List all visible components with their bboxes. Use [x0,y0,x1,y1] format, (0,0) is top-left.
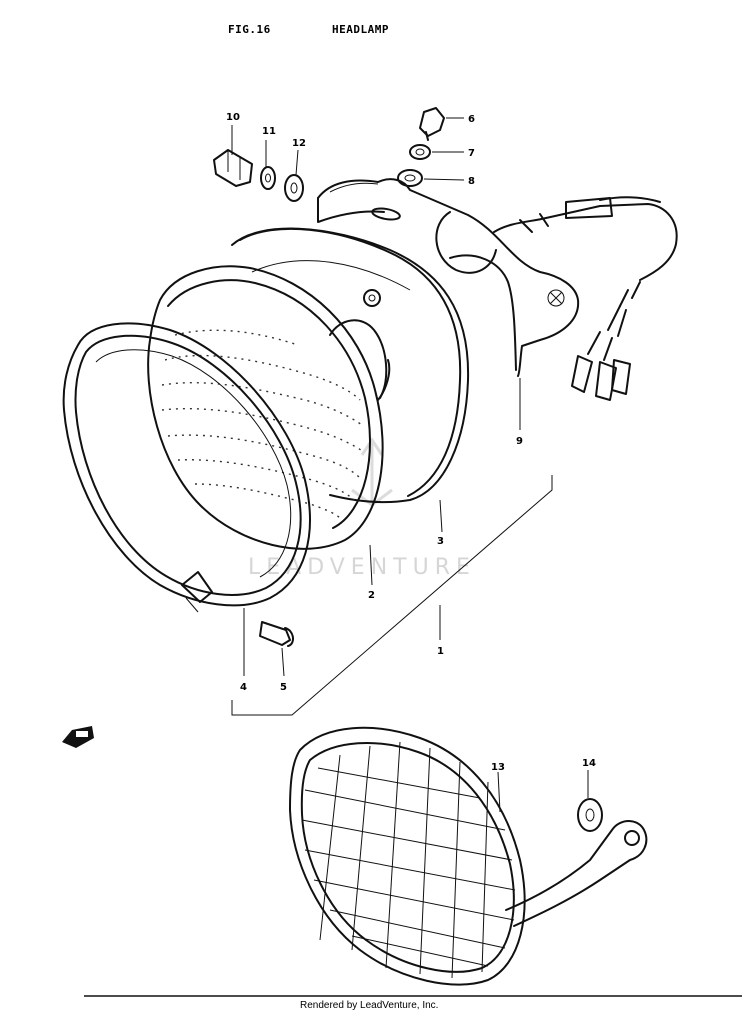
bolt-6 [419,107,445,141]
headlamp-housing [231,227,470,504]
watermark-text: LEADVENTURE [248,555,476,580]
callout-6: 6 [468,114,475,125]
callout-4: 4 [240,682,247,693]
callout-3: 3 [437,536,444,547]
figure-number: FIG.16 [228,23,271,36]
washer-14 [577,798,603,832]
washer-8 [397,169,423,187]
watermark-logo [351,437,393,507]
callout-1: 1 [437,646,444,657]
figure-title: HEADLAMP [332,23,389,36]
headlamp-guard [289,726,648,986]
callout-8: 8 [468,176,475,187]
sealed-beam-unit [147,265,384,550]
washer-11 [260,166,276,190]
screw-5 [259,621,294,647]
front-arrow-icon [62,726,94,748]
headlamp-bracket [317,178,580,377]
callout-9: 9 [516,436,523,447]
callout-2: 2 [368,590,375,601]
callout-13: 13 [491,762,505,773]
washer-12 [284,174,304,202]
wiring-harness [493,196,678,401]
washer-7 [409,144,431,160]
callouts: 10 11 12 6 7 8 9 3 2 1 4 5 13 14 [226,112,596,773]
headlamp-rim [62,322,311,613]
callout-11: 11 [262,126,276,137]
callout-7: 7 [468,148,475,159]
guard-mesh [301,741,516,979]
leader-lines [231,117,589,813]
callout-12: 12 [292,138,306,149]
footer-credit: Rendered by LeadVenture, Inc. [300,1000,438,1011]
callout-5: 5 [280,682,287,693]
callout-14: 14 [582,758,596,769]
callout-10: 10 [226,112,240,123]
bolt-10 [213,149,253,187]
bulb-socket [329,289,391,401]
